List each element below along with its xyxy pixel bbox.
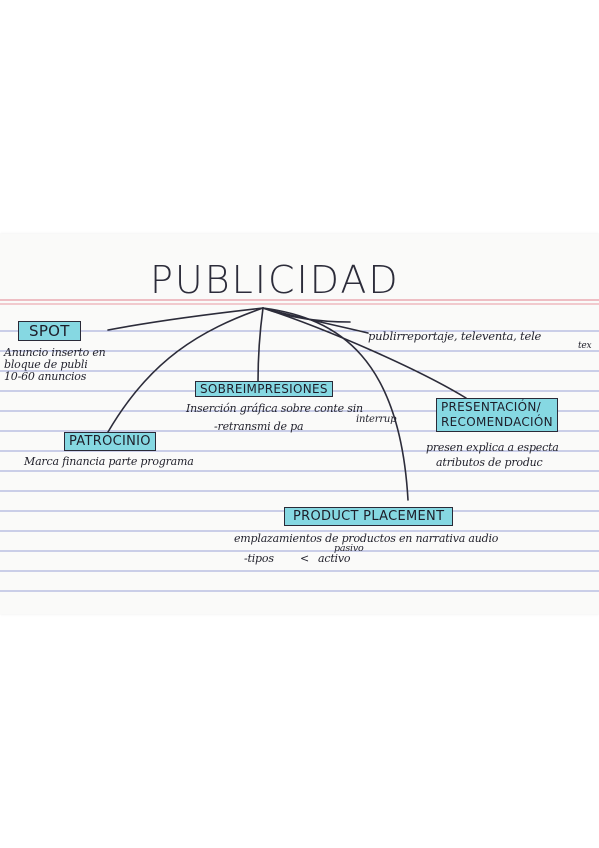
sobreimpresiones-text-line-2: -retransmi de pa [214, 420, 304, 433]
product-placement-text-line-2: -tipos [244, 552, 274, 565]
top-note: publirreportaje, televenta, tele [368, 329, 542, 343]
presentacion-text-line-1: presen explica a especta [426, 441, 559, 454]
product-placement-note-bottom: activo [318, 552, 351, 565]
spot-text-line-3: 10-60 anuncios [4, 370, 87, 383]
patrocinio-label: PATROCINIO [64, 432, 156, 451]
spot-label: SPOT [18, 321, 81, 341]
sobreimpresiones-label: SOBREIMPRESIONES [195, 381, 333, 397]
presentacion-text-line-2: atributos de produc [436, 456, 543, 469]
presentacion-label: PRESENTACIÓN/ RECOMENDACIÓN [436, 398, 558, 432]
product-placement-text-line-1: emplazamientos de productos en narrativa… [234, 532, 499, 545]
page-title: PUBLICIDAD [150, 258, 400, 302]
top-note-tail: tex [578, 341, 592, 351]
spot-text-line-1: Anuncio inserto en [4, 346, 106, 359]
spot-text-line-2: bloque de publi [4, 358, 88, 371]
product-placement-label: PRODUCT PLACEMENT [284, 507, 454, 526]
presentacion-label-line-1: PRESENTACIÓN/ [441, 400, 542, 414]
presentacion-label-line-2: RECOMENDACIÓN [441, 415, 553, 429]
patrocinio-text-line-1: Marca financia parte programa [24, 455, 194, 468]
product-placement-note-top: pasivo [334, 543, 364, 554]
less-than-symbol: < [300, 552, 310, 565]
sobreimpresiones-text-extra: interrup [356, 414, 397, 425]
sobreimpresiones-text-line-1: Inserción gráfica sobre conte sin [186, 402, 363, 415]
